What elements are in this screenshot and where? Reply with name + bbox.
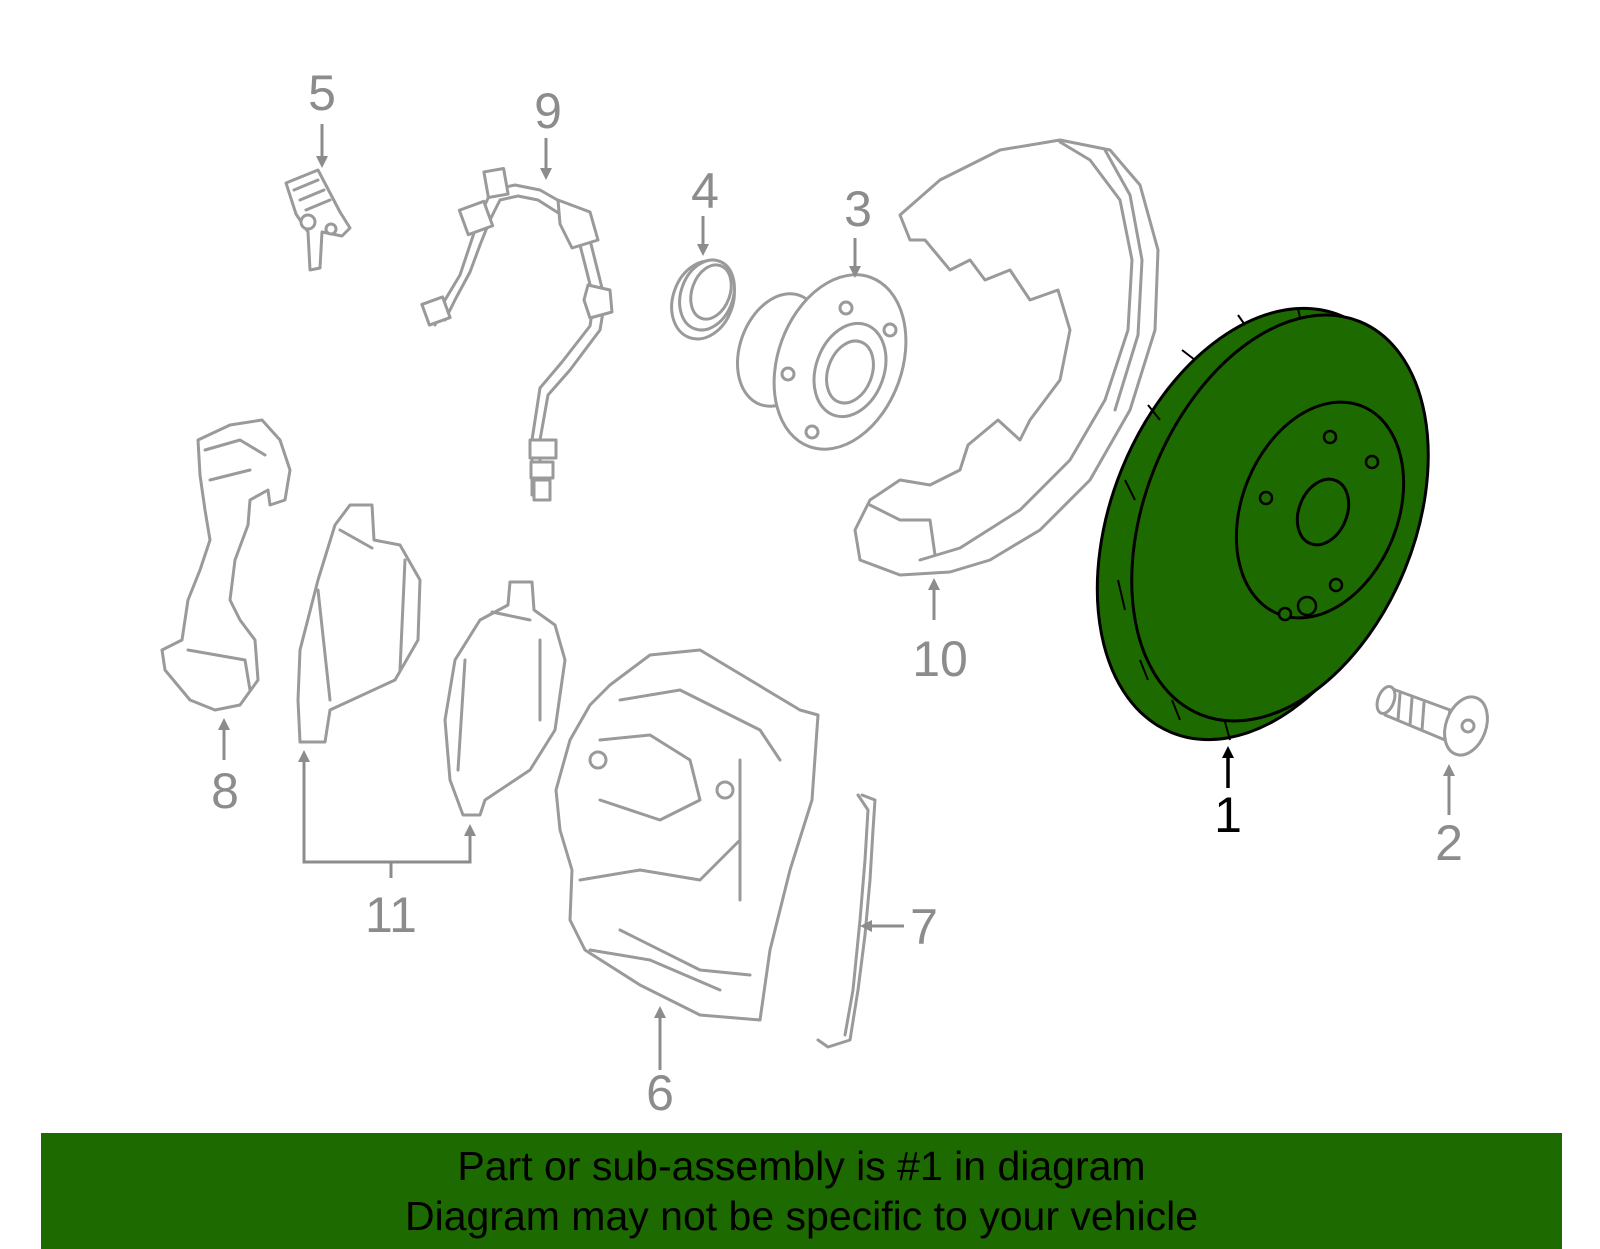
part-10-dust-shield	[853, 138, 1160, 577]
callout-2: 2	[1435, 815, 1463, 871]
callout-11: 11	[365, 887, 417, 943]
part-1-brake-rotor[interactable]	[1037, 261, 1484, 787]
part-4-seal	[670, 258, 736, 341]
banner-line-2: Diagram may not be specific to your vehi…	[404, 1193, 1198, 1239]
part-11-brake-pads	[296, 503, 567, 817]
info-banner: Part or sub-assembly is #1 in diagram Di…	[41, 1133, 1562, 1249]
part-8-caliper-bracket	[160, 418, 292, 712]
parts-diagram: 1 2 3 4 5 6 7 8 9 10 11	[160, 65, 1489, 1121]
part-7-spring-clip	[816, 793, 877, 1049]
callout-10: 10	[912, 631, 968, 687]
callout-5: 5	[308, 65, 336, 121]
callout-8: 8	[211, 763, 239, 819]
callout-7: 7	[910, 899, 938, 955]
callout-1: 1	[1214, 787, 1242, 843]
callout-4: 4	[691, 163, 719, 219]
callout-6: 6	[646, 1065, 674, 1121]
callout-9: 9	[534, 83, 562, 139]
callout-3: 3	[844, 181, 872, 237]
part-2-bolt	[1375, 685, 1489, 757]
part-5-sensor	[284, 168, 352, 272]
leader-lines	[218, 124, 1455, 1070]
rotor-center-bore	[1295, 477, 1351, 547]
part-9-brake-hose	[420, 166, 614, 502]
callout-labels: 1 2 3 4 5 6 7 8 9 10 11	[211, 65, 1463, 1121]
part-6-caliper	[554, 648, 820, 1022]
banner-line-1: Part or sub-assembly is #1 in diagram	[457, 1143, 1146, 1189]
part-3-hub	[735, 273, 908, 451]
